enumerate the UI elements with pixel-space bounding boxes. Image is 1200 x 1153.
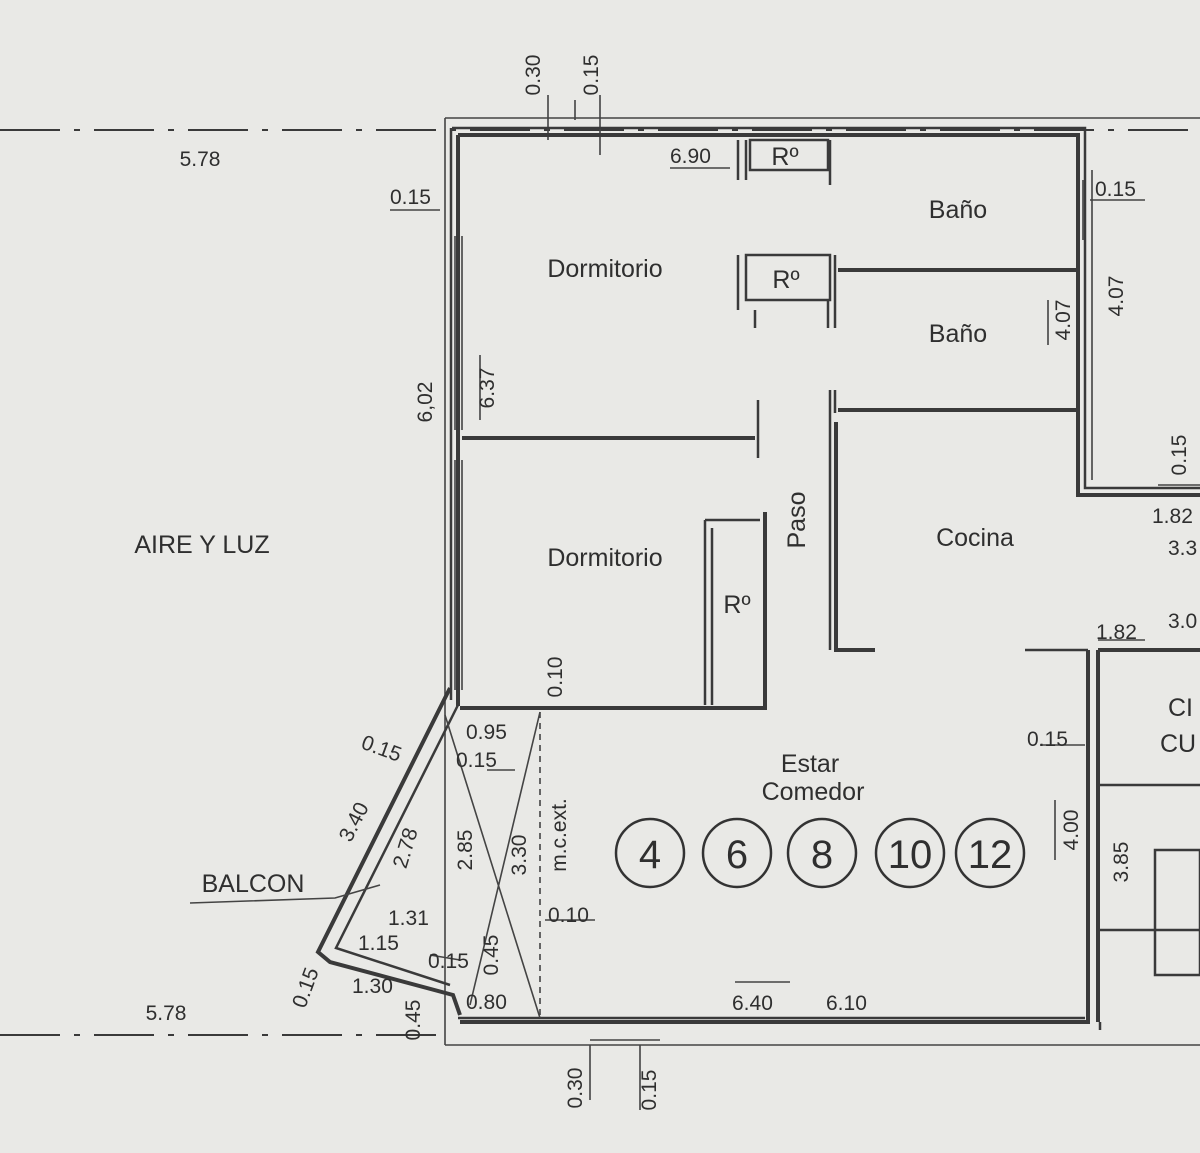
unit-number-6: 6 bbox=[726, 833, 748, 877]
balcon-inner bbox=[334, 704, 460, 987]
dim-left-578-bot: 5.78 bbox=[146, 1002, 187, 1025]
outer-wall-bottom-right bbox=[460, 650, 1090, 1024]
unit-circle-10 bbox=[874, 817, 946, 889]
room-label-cocina: Cocina bbox=[936, 524, 1014, 552]
dim-385: 3.85 bbox=[1110, 842, 1133, 883]
unit-number-10: 10 bbox=[888, 833, 933, 877]
neighbor-label-1: CI bbox=[1168, 694, 1193, 722]
dimension-underlines bbox=[390, 167, 1200, 983]
balcon-cross bbox=[444, 711, 541, 1019]
dim-right-407-a: 4.07 bbox=[1052, 300, 1075, 341]
unit-number-4: 4 bbox=[639, 833, 661, 877]
room-label-dormitorio-2: Dormitorio bbox=[547, 544, 662, 572]
dim-right-015: 0.15 bbox=[1095, 178, 1136, 201]
cocina-wall bbox=[834, 422, 875, 652]
dim-left-015: 0.15 bbox=[390, 186, 431, 209]
right-windows bbox=[1082, 170, 1093, 480]
neighbor-label-2: CU bbox=[1160, 730, 1196, 758]
dim-330: 3.30 bbox=[508, 835, 531, 876]
ropero-2-outline bbox=[736, 253, 832, 328]
unit-number-8: 8 bbox=[811, 833, 833, 877]
dim-285: 2.85 bbox=[454, 830, 477, 871]
room-label-comedor: Comedor bbox=[762, 778, 865, 806]
dim-045-b: 0.45 bbox=[402, 1000, 425, 1041]
ropero-label-1: Rº bbox=[771, 143, 798, 171]
neighbor-furniture bbox=[1100, 848, 1200, 977]
dim-015-c: 0.15 bbox=[456, 749, 497, 772]
dim-right-33: 3.3 bbox=[1168, 537, 1197, 560]
left-windows bbox=[454, 236, 463, 690]
dim-right-407-b: 4.07 bbox=[1105, 276, 1128, 317]
room-label-paso: Paso bbox=[783, 492, 811, 549]
bano-walls bbox=[838, 268, 1078, 412]
room-label-bano-1: Baño bbox=[929, 196, 987, 224]
dim-610: 6.10 bbox=[826, 992, 867, 1015]
dim-right-015-c: 0.15 bbox=[1027, 728, 1068, 751]
dim-bot-030: 0.30 bbox=[564, 1068, 587, 1109]
top-dimension-ticks bbox=[547, 95, 601, 155]
dim-640: 6.40 bbox=[732, 992, 773, 1015]
unit-circle-8 bbox=[786, 817, 858, 889]
room-label-estar: Estar bbox=[781, 750, 839, 778]
ropero-1-outline bbox=[736, 138, 832, 185]
dim-left-578-top: 5.78 bbox=[180, 148, 221, 171]
dim-015-d: 0.15 bbox=[428, 950, 469, 973]
ropero-label-2: Rº bbox=[772, 266, 799, 294]
room-label-dormitorio-1: Dormitorio bbox=[547, 255, 662, 283]
dim-right-182-b: 1.82 bbox=[1096, 621, 1137, 644]
ropero-label-3: Rº bbox=[723, 591, 750, 619]
dim-131: 1.31 bbox=[388, 907, 429, 930]
dim-115: 1.15 bbox=[358, 932, 399, 955]
unit-circle-6 bbox=[701, 817, 773, 889]
dim-top-030: 0.30 bbox=[522, 55, 545, 96]
balcon-outline bbox=[315, 687, 462, 1016]
dim-right-30: 3.0 bbox=[1168, 610, 1197, 633]
dim-top-015: 0.15 bbox=[580, 55, 603, 96]
dim-right-015-b: 0.15 bbox=[1168, 435, 1191, 476]
dim-015-balcon: 0.15 bbox=[358, 731, 404, 767]
dim-left-602: 6,02 bbox=[414, 382, 437, 423]
dim-010-v: 0.10 bbox=[544, 657, 567, 698]
dim-right-182-a: 1.82 bbox=[1152, 505, 1193, 528]
dormitorio-2-lower-wall bbox=[460, 512, 767, 710]
unit-number-12: 12 bbox=[968, 833, 1013, 877]
cocina-wall-2 bbox=[828, 390, 1088, 652]
bottom-dimension-ticks bbox=[589, 1039, 660, 1110]
dim-bot-015: 0.15 bbox=[638, 1070, 661, 1111]
outer-wall-top-right-inner bbox=[452, 126, 1200, 490]
ropero-3-outline bbox=[703, 518, 760, 705]
dim-095: 0.95 bbox=[466, 721, 507, 744]
dim-045-v: 0.45 bbox=[480, 935, 503, 976]
unit-circle-4 bbox=[614, 817, 686, 889]
neighbor-wall-inner bbox=[1098, 783, 1200, 1030]
dim-015-e: 0.15 bbox=[288, 965, 324, 1011]
dim-340: 3.40 bbox=[335, 799, 374, 846]
balcon-leader bbox=[189, 884, 461, 961]
neighbor-wall bbox=[1096, 648, 1200, 1022]
room-label-balcon: BALCON bbox=[202, 870, 305, 898]
dim-080: 0.80 bbox=[466, 991, 507, 1014]
dim-690: 6.90 bbox=[670, 145, 711, 168]
mc-ext-label: m.c.ext. bbox=[548, 798, 571, 872]
room-label-aire-y-luz: AIRE Y LUZ bbox=[134, 531, 269, 559]
dim-130: 1.30 bbox=[352, 975, 393, 998]
unit-circle-12 bbox=[954, 817, 1026, 889]
dim-400: 4.00 bbox=[1060, 810, 1083, 851]
dim-left-637: 6.37 bbox=[476, 368, 499, 409]
dim-010-h: 0.10 bbox=[548, 904, 589, 927]
room-label-bano-2: Baño bbox=[929, 320, 987, 348]
outer-wall-top-right bbox=[458, 133, 1200, 497]
